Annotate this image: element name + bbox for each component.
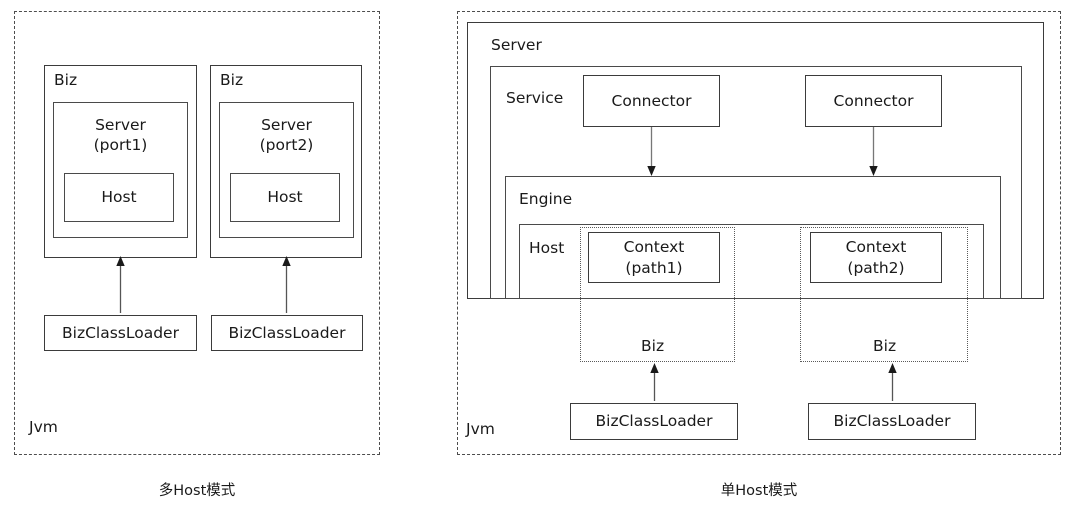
right-service-label: Service: [506, 89, 564, 107]
right-context-label-1-line2: (path1): [625, 258, 683, 277]
right-connector-box-2: [805, 75, 942, 127]
left-server-container-1: [53, 102, 188, 238]
left-host-container-1: [64, 173, 174, 222]
left-biz-label-2: Biz: [220, 71, 244, 89]
right-context-label-2: Context (path2): [810, 232, 942, 283]
left-host-container-2: [230, 173, 340, 222]
right-context-label-2-line1: Context: [845, 238, 907, 257]
right-biz-label-1: Biz: [641, 337, 665, 355]
right-connector-label-1: Connector: [611, 91, 692, 110]
right-host-container: [519, 224, 984, 299]
right-connector-label-2: Connector: [833, 91, 914, 110]
left-host-label-1: Host: [101, 188, 137, 207]
right-context-box-2: [810, 232, 942, 283]
right-connector-box-1: [583, 75, 720, 127]
left-server-label-1-line1: Server: [95, 115, 146, 134]
left-host-label-2: Host: [267, 188, 303, 207]
right-context-box-1: [588, 232, 720, 283]
right-engine-label: Engine: [519, 190, 573, 208]
right-jvm-label: Jvm: [466, 420, 495, 438]
right-context-label-1: Context (path1): [588, 232, 720, 283]
right-biz-label-2: Biz: [873, 337, 897, 355]
right-biz-container-1: [580, 227, 735, 362]
left-bizclassloader-box-2: [211, 315, 363, 351]
left-server-label-2-line2: (port2): [259, 136, 314, 154]
right-bizclassloader-label-1: BizClassLoader: [595, 412, 713, 431]
left-panel-caption: 多Host模式: [158, 483, 236, 499]
right-context-label-2-line2: (path2): [847, 258, 905, 277]
left-biz-label-1: Biz: [54, 71, 78, 89]
right-context-label-1-line1: Context: [623, 238, 685, 257]
left-server-label-2-line1: Server: [261, 115, 312, 134]
right-bizclassloader-label-2: BizClassLoader: [833, 412, 951, 431]
left-jvm-label: Jvm: [29, 418, 58, 436]
left-jvm-container: [14, 11, 380, 455]
right-panel-caption: 单Host模式: [720, 483, 798, 499]
left-server-label-2: Server (port2): [219, 104, 354, 166]
left-bizclassloader-label-1: BizClassLoader: [62, 323, 179, 342]
right-bizclassloader-box-1: [570, 403, 738, 440]
right-server-label: Server: [491, 36, 542, 54]
left-server-container-2: [219, 102, 354, 238]
left-server-label-1: Server (port1): [53, 104, 188, 166]
left-bizclassloader-box-1: [44, 315, 197, 351]
right-biz-container-2: [800, 227, 968, 362]
right-host-label: Host: [529, 239, 565, 257]
left-server-label-1-line2: (port1): [93, 136, 148, 154]
right-bizclassloader-box-2: [808, 403, 976, 440]
left-bizclassloader-label-2: BizClassLoader: [228, 323, 346, 342]
right-jvm-container: [457, 11, 1061, 455]
